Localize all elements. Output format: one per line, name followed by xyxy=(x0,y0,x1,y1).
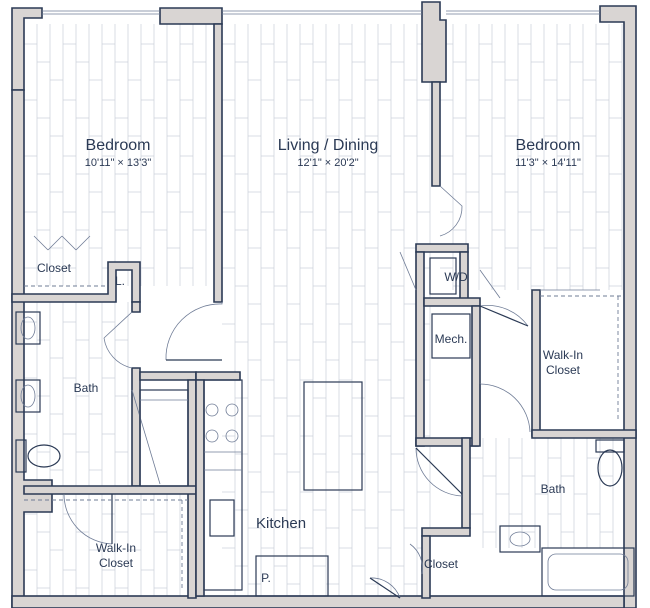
walkin-left-line1: Walk-In xyxy=(96,541,136,555)
kitchen-fixtures xyxy=(203,379,363,597)
bath-left-label: Bath xyxy=(74,381,99,395)
exterior-walls xyxy=(11,1,637,608)
kitchen-label: Kitchen xyxy=(256,515,306,532)
bedroom-left-name: Bedroom xyxy=(86,137,151,154)
closet-right-label: Closet xyxy=(424,557,459,571)
living-name: Living / Dining xyxy=(278,137,379,154)
bedroom-right-name: Bedroom xyxy=(516,137,581,154)
walkin-right-line2: Closet xyxy=(546,363,581,377)
closet-lines xyxy=(24,257,624,590)
pantry-label: P. xyxy=(261,571,271,585)
walkin-right-line1: Walk-In xyxy=(543,348,583,362)
bath-right-fixtures xyxy=(499,439,635,597)
linen-label: L. xyxy=(115,274,125,288)
washer-dryer-label: W/D xyxy=(444,270,468,284)
closet-left-label: Closet xyxy=(37,261,72,275)
doors xyxy=(33,185,600,599)
interior-walls xyxy=(11,23,637,599)
room-labels: Bedroom 10'11" × 13'3" Living / Dining 1… xyxy=(37,137,583,585)
walkin-left-line2: Closet xyxy=(99,556,134,570)
living-dims: 12'1" × 20'2" xyxy=(297,157,358,169)
bedroom-left-dims: 10'11" × 13'3" xyxy=(85,157,152,169)
floor-planks xyxy=(24,24,623,596)
bath-right-label: Bath xyxy=(541,482,566,496)
bedroom-right-dims: 11'3" × 14'11" xyxy=(515,157,581,169)
bath-left-fixtures xyxy=(15,311,189,487)
mech-label: Mech. xyxy=(435,332,468,346)
